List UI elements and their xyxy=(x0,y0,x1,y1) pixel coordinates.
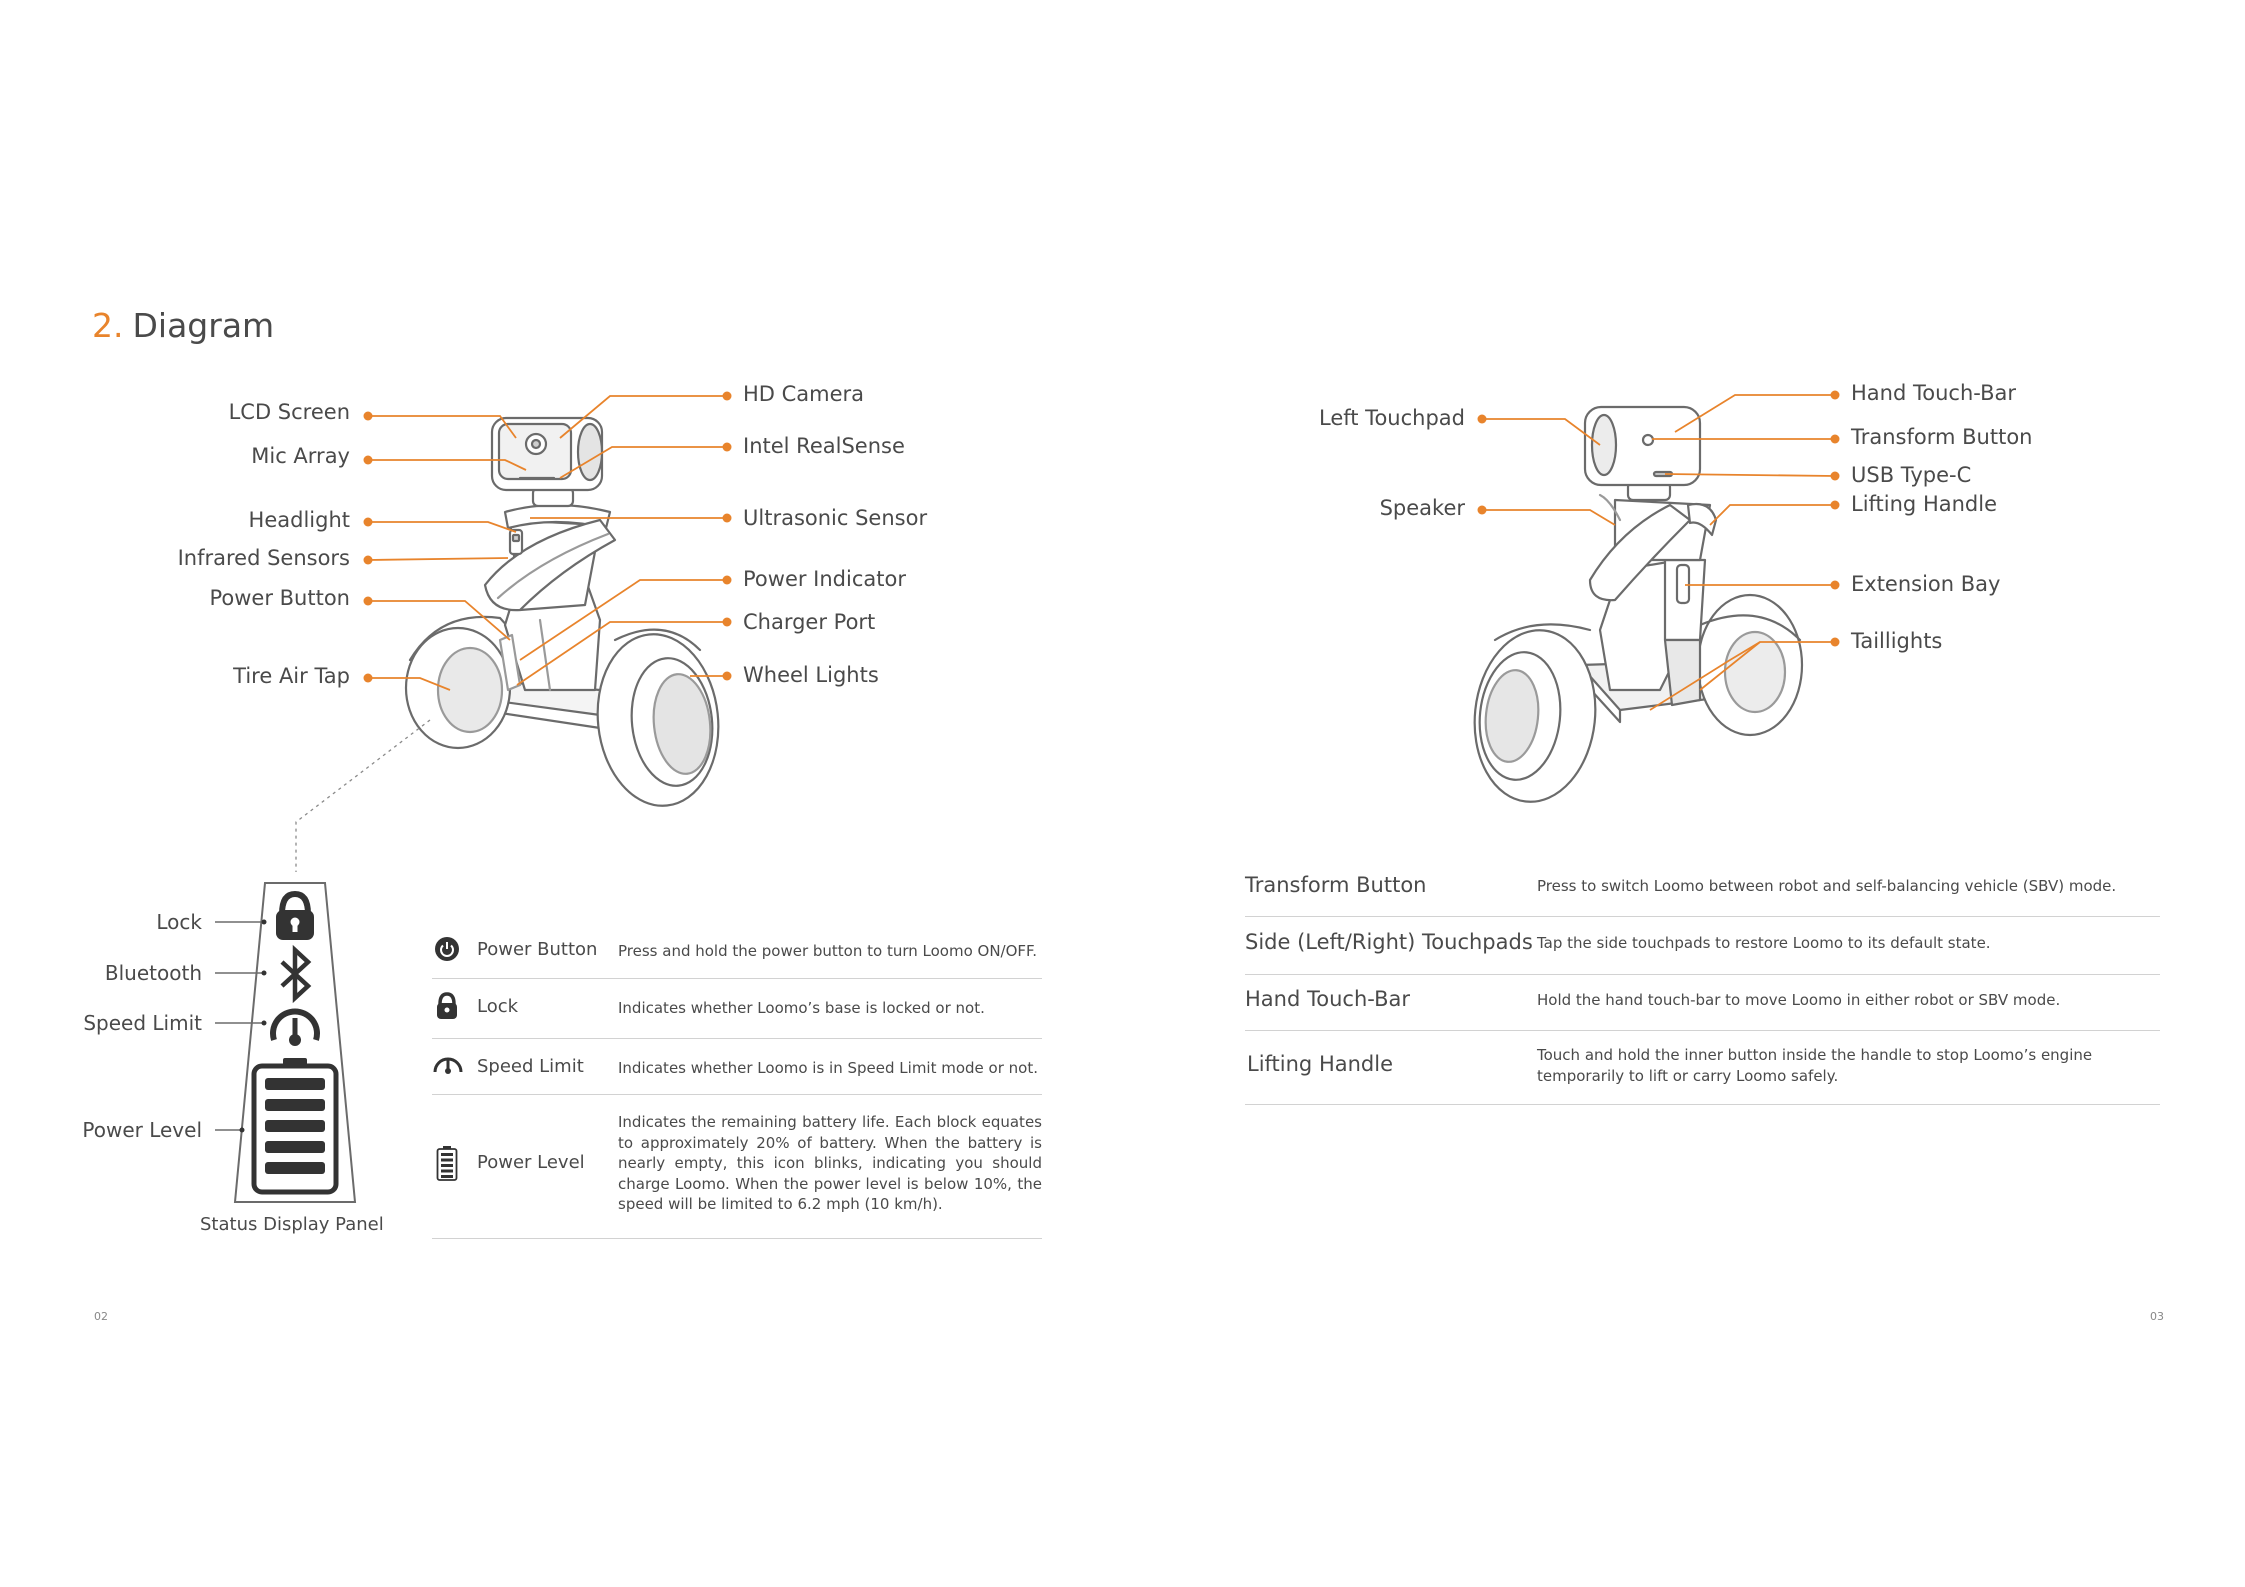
label-lifting-handle: Lifting Handle xyxy=(1851,492,1997,516)
label-extension-bay: Extension Bay xyxy=(1851,572,2001,596)
table-row: Hand Touch-Bar Hold the hand touch-bar t… xyxy=(1245,974,2160,1031)
row-name: Lock xyxy=(477,996,519,1017)
panel-speedometer-icon xyxy=(270,1008,320,1046)
page-number-left: 02 xyxy=(94,1310,108,1323)
label-taillights: Taillights xyxy=(1851,629,1943,653)
row-desc: Hold the hand touch-bar to move Loomo in… xyxy=(1537,991,2061,1009)
panel-label-bluetooth: Bluetooth xyxy=(104,961,202,985)
row-desc: Indicates whether Loomo’s base is locked… xyxy=(618,999,985,1017)
label-ultrasonic-sensor: Ultrasonic Sensor xyxy=(743,506,928,530)
row-name: Hand Touch-Bar xyxy=(1245,987,1410,1011)
panel-battery-icon xyxy=(251,1058,339,1195)
row-name: Power Level xyxy=(477,1152,585,1173)
label-hd-camera: HD Camera xyxy=(743,382,865,406)
panel-lock-icon xyxy=(276,890,314,940)
label-power-button: Power Button xyxy=(209,586,350,610)
panel-label-lock: Lock xyxy=(156,910,202,934)
table-row: Power Button Press and hold the power bu… xyxy=(432,930,1042,979)
row-desc: Press to switch Loomo between robot and … xyxy=(1537,877,2117,895)
row-desc: Indicates the remaining battery life. Ea… xyxy=(618,1113,1042,1213)
lock-icon xyxy=(437,992,457,1019)
row-desc: Tap the side touchpads to restore Loomo … xyxy=(1537,934,1991,952)
row-name: Transform Button xyxy=(1245,873,1427,897)
label-tire-air-tap: Tire Air Tap xyxy=(233,664,350,688)
speedometer-icon xyxy=(433,1057,463,1074)
panel-label-power-level: Power Level xyxy=(82,1118,202,1142)
row-name: Side (Left/Right) Touchpads xyxy=(1245,930,1533,954)
section-heading: 2.Diagram xyxy=(92,306,274,345)
panel-label-speed-limit: Speed Limit xyxy=(83,1011,202,1035)
label-left-touchpad: Left Touchpad xyxy=(1319,406,1465,430)
section-number: 2. xyxy=(92,306,124,345)
row-desc: Touch and hold the inner button inside t… xyxy=(1537,1046,2093,1085)
label-speaker: Speaker xyxy=(1379,496,1465,520)
label-headlight: Headlight xyxy=(248,508,350,532)
label-hand-touch-bar: Hand Touch-Bar xyxy=(1851,381,2016,405)
panel-bluetooth-icon xyxy=(280,944,312,1004)
label-usb-type-c: USB Type-C xyxy=(1851,463,1972,487)
label-infrared-sensors: Infrared Sensors xyxy=(177,546,350,570)
table-row: Lock Indicates whether Loomo’s base is l… xyxy=(432,978,1042,1039)
label-mic-array: Mic Array xyxy=(251,444,350,468)
page-number-right: 03 xyxy=(2150,1310,2164,1323)
row-name: Speed Limit xyxy=(477,1056,584,1077)
table-row: Lifting Handle Touch and hold the inner … xyxy=(1245,1030,2160,1105)
row-name: Lifting Handle xyxy=(1247,1052,1393,1076)
battery-icon xyxy=(436,1146,458,1181)
label-power-indicator: Power Indicator xyxy=(743,567,906,591)
table-row: Power Level Indicates the remaining batt… xyxy=(432,1094,1042,1239)
table-row: Transform Button Press to switch Loomo b… xyxy=(1245,868,2160,917)
status-panel-caption: Status Display Panel xyxy=(200,1214,384,1235)
label-charger-port: Charger Port xyxy=(743,610,876,634)
row-desc: Indicates whether Loomo is in Speed Limi… xyxy=(618,1059,1038,1077)
table-row: Speed Limit Indicates whether Loomo is i… xyxy=(432,1038,1042,1095)
table-row: Side (Left/Right) Touchpads Tap the side… xyxy=(1245,916,2160,975)
label-lcd-screen: LCD Screen xyxy=(228,400,350,424)
row-desc: Press and hold the power button to turn … xyxy=(618,942,1038,960)
row-name: Power Button xyxy=(477,939,598,960)
label-transform-button: Transform Button xyxy=(1851,425,2033,449)
label-wheel-lights: Wheel Lights xyxy=(743,663,879,687)
section-title: Diagram xyxy=(132,306,275,345)
label-intel-realsense: Intel RealSense xyxy=(743,434,905,458)
power-icon xyxy=(435,937,459,961)
